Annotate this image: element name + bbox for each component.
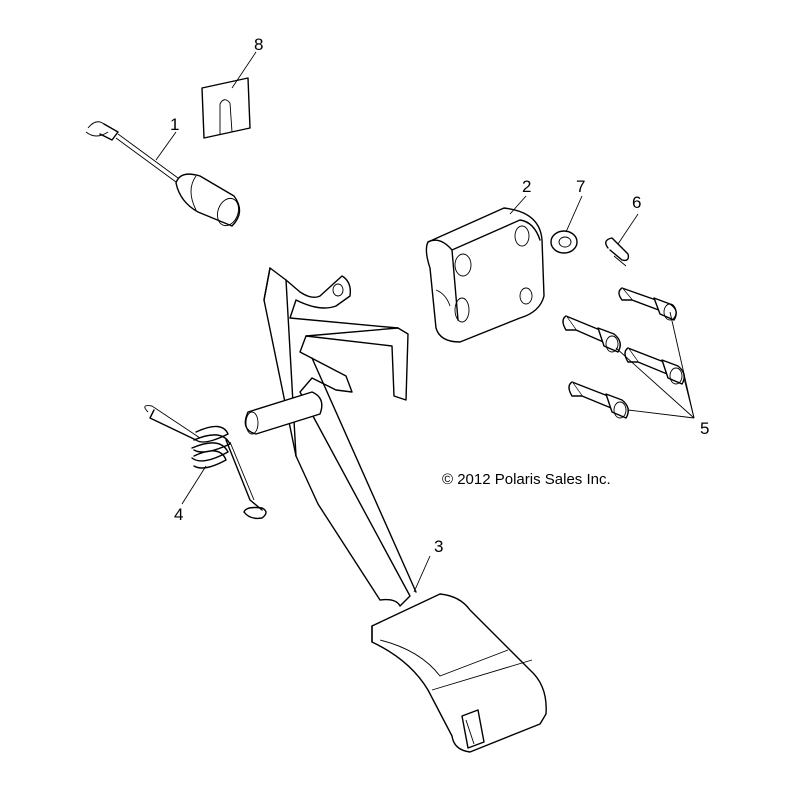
part-3-pedal-arm (263, 267, 417, 607)
callout-6: 6 (632, 193, 641, 212)
callout-8: 8 (254, 35, 263, 54)
part-1-sensor (85, 121, 241, 227)
leader-lines (155, 51, 695, 593)
callout-7: 7 (576, 177, 585, 196)
callout-3: 3 (434, 537, 443, 556)
part-6-clip (605, 237, 630, 267)
part-4-spring (144, 405, 267, 520)
callout-5: 5 (700, 419, 709, 438)
part-8-shim-plate (201, 77, 251, 139)
screw-4 (568, 381, 629, 419)
callout-4: 4 (174, 505, 183, 524)
part-5-cap-screws (562, 287, 685, 419)
screw-1 (618, 287, 677, 321)
screw-3 (624, 347, 685, 385)
callout-1: 1 (170, 115, 179, 134)
screw-2 (562, 315, 621, 353)
part-2-pivot-block (425, 207, 545, 343)
part-7-washer (550, 230, 578, 254)
part-3-pedal-pad (371, 593, 547, 753)
copyright-notice: © 2012 Polaris Sales Inc. (442, 471, 611, 488)
callout-2: 2 (522, 177, 531, 196)
pivot-pin (244, 391, 323, 435)
